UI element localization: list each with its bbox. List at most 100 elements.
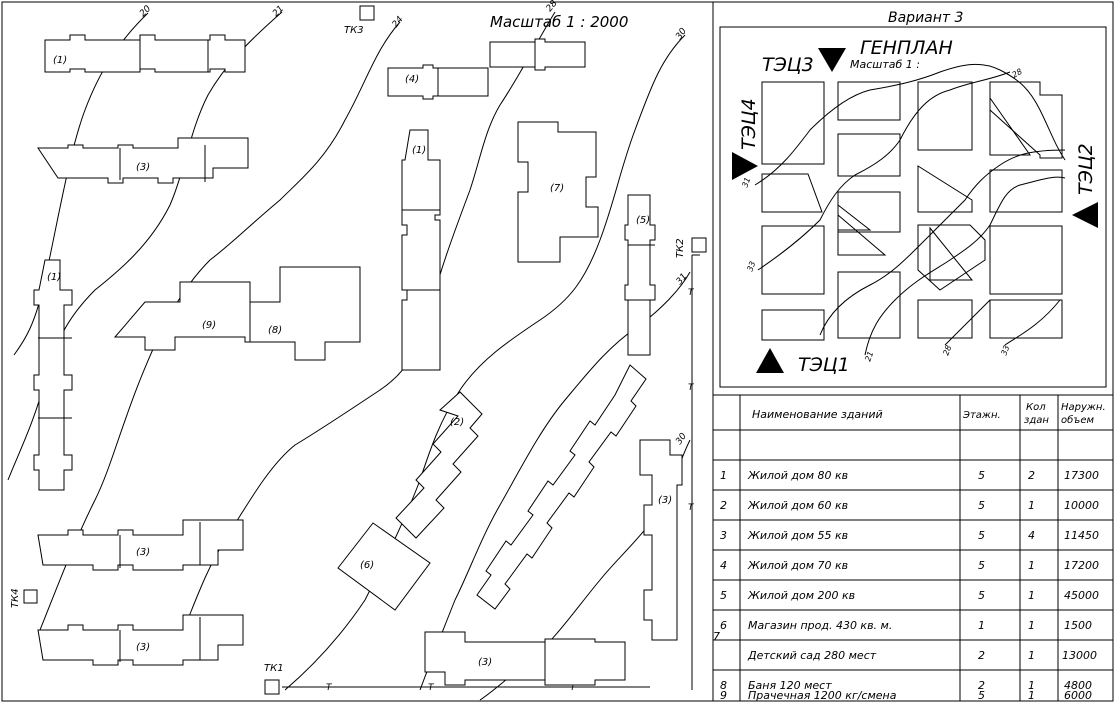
contour-label: 31 xyxy=(675,272,690,287)
variant-contour xyxy=(864,176,1066,356)
building-mark: (3) xyxy=(136,642,150,653)
tec1-marker xyxy=(756,348,784,373)
row-volume: 45000 xyxy=(1064,589,1099,602)
row-no: 4 xyxy=(720,559,727,572)
contour-30-top xyxy=(284,34,686,691)
tk2-chamber xyxy=(691,237,707,253)
row-floors: 5 xyxy=(978,589,985,602)
row-7-marker: 7 xyxy=(713,630,720,643)
building xyxy=(337,522,431,611)
heat-pipeline xyxy=(282,254,700,690)
building xyxy=(624,194,656,356)
genplan-title: ГЕНПЛАН xyxy=(860,37,953,59)
building-mark: (1) xyxy=(53,55,67,66)
pipe-mark: Т xyxy=(428,683,435,693)
building-mark: (3) xyxy=(658,495,672,506)
variant-scale: Масштаб 1 : xyxy=(850,58,920,71)
row-count: 2 xyxy=(1028,469,1035,482)
pipe-mark: Т xyxy=(688,383,695,393)
row-count: 1 xyxy=(1028,689,1035,702)
pipe-mark: Т xyxy=(326,683,333,693)
row-floors: 5 xyxy=(978,499,985,512)
row-count: 1 xyxy=(1028,679,1035,692)
variant-contour xyxy=(757,71,1011,271)
row-volume: 17300 xyxy=(1064,469,1099,482)
tec2-label: ТЭЦ2 xyxy=(1075,143,1097,195)
row-count: 1 xyxy=(1028,559,1035,572)
building-mark: (2) xyxy=(450,417,464,428)
row-name: Жилой дом 70 кв xyxy=(747,559,848,572)
contour-24 xyxy=(39,21,401,631)
row-name: Жилой дом 200 кв xyxy=(747,589,855,602)
row-volume: 13000 xyxy=(1062,649,1097,662)
variant-contour-label: 33 xyxy=(745,260,757,273)
row-volume: 11450 xyxy=(1064,529,1099,542)
header-count: Кол xyxy=(1026,402,1046,413)
pipe-mark: Т xyxy=(688,288,695,298)
row-floors: 2 xyxy=(978,679,985,692)
row-volume: 6000 xyxy=(1064,689,1092,702)
row-floors: 2 xyxy=(978,649,985,662)
buildings-table xyxy=(713,395,1113,701)
row-no: 2 xyxy=(720,499,727,512)
row-floors: 5 xyxy=(978,469,985,482)
row-no: 9 xyxy=(720,689,727,702)
row-volume: 10000 xyxy=(1064,499,1099,512)
building xyxy=(517,121,599,263)
row-no: 6 xyxy=(720,619,727,632)
row-count: 1 xyxy=(1028,649,1035,662)
variant-contour-label: 28 xyxy=(941,344,953,357)
row-no: 3 xyxy=(720,529,727,542)
tk3-chamber xyxy=(359,5,375,21)
row-count: 4 xyxy=(1028,529,1035,542)
contour-label: 20 xyxy=(138,4,153,19)
row-floors: 5 xyxy=(978,689,985,702)
header-volume: объем xyxy=(1061,414,1095,426)
row-name: Магазин прод. 430 кв. м. xyxy=(748,619,892,632)
variant-contour xyxy=(1004,299,1061,346)
variant-contour xyxy=(754,63,1066,186)
row-name: Жилой дом 60 кв xyxy=(747,499,848,512)
row-name: Жилой дом 80 кв xyxy=(747,469,848,482)
tec4-marker xyxy=(732,152,758,180)
tk4-chamber xyxy=(23,589,38,604)
tec1-label: ТЭЦ1 xyxy=(798,354,850,376)
building xyxy=(37,519,244,571)
row-no: 8 xyxy=(720,679,727,692)
row-no: 5 xyxy=(720,589,727,602)
row-floors: 5 xyxy=(978,559,985,572)
tk4-label: ТК4 xyxy=(10,588,21,608)
contour-label: 30 xyxy=(674,431,689,446)
contour-label: 21 xyxy=(271,4,286,19)
building xyxy=(113,266,361,361)
row-count: 1 xyxy=(1028,589,1035,602)
variant-contour-label: 28 xyxy=(1011,67,1024,80)
pipe-mark: Т xyxy=(570,683,577,693)
building xyxy=(33,259,73,491)
contour-label: 30 xyxy=(674,26,689,41)
header-count: здан xyxy=(1024,415,1049,426)
building-mark: (6) xyxy=(360,560,374,571)
tk2-label: ТК2 xyxy=(675,238,686,258)
variant-contour-label: 31 xyxy=(740,176,752,189)
variant-contour-label: 33 xyxy=(999,344,1011,357)
building-mark: (3) xyxy=(478,657,492,668)
building xyxy=(395,391,483,539)
building xyxy=(424,631,626,686)
tec3-marker xyxy=(818,48,846,72)
building xyxy=(401,129,441,371)
row-floors: 1 xyxy=(978,619,985,632)
building xyxy=(476,364,647,610)
header-floors: Этажн. xyxy=(962,410,1001,421)
contour-label: 24 xyxy=(391,15,406,30)
variant-title: Вариант 3 xyxy=(888,10,963,26)
row-name: Детский сад 280 мест xyxy=(747,649,877,662)
row-no: 1 xyxy=(720,469,727,482)
header-volume: Наружн. xyxy=(1061,402,1106,413)
variant-contour-label: 21 xyxy=(863,350,875,363)
buildings xyxy=(33,34,683,686)
tk1-label: ТК1 xyxy=(264,663,284,674)
tec3-label: ТЭЦ3 xyxy=(762,54,814,76)
variant-contour xyxy=(944,299,991,346)
